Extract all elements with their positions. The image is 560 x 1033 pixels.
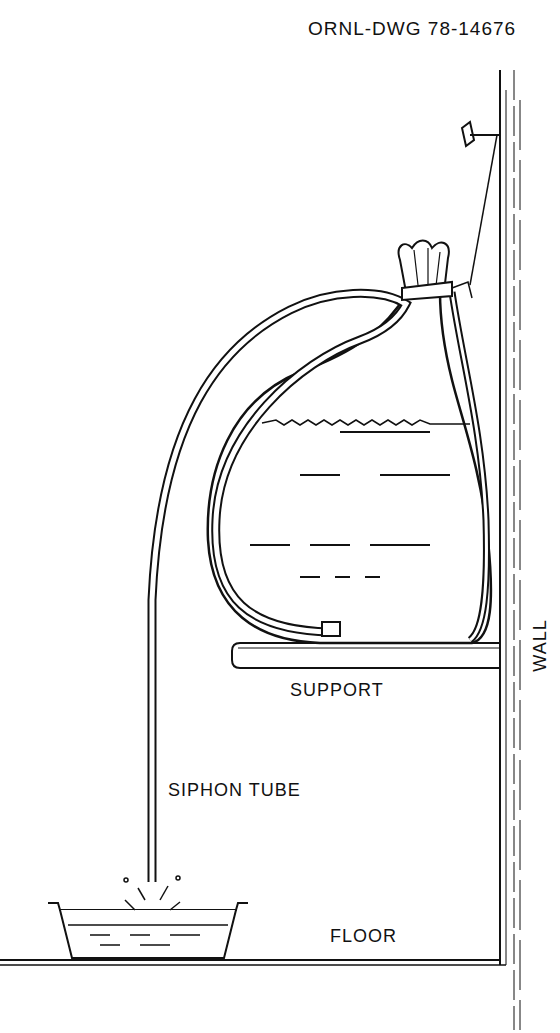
drawing-number: ORNL-DWG 78-14676 <box>308 18 516 40</box>
wall <box>500 70 520 1030</box>
part-label: FLOOR <box>330 926 397 947</box>
splash <box>124 876 180 910</box>
siphon-tube <box>152 293 406 882</box>
part-label: SIPHON TUBE <box>168 780 301 801</box>
floor <box>0 960 506 965</box>
wall-pin <box>462 122 500 285</box>
water <box>250 420 470 577</box>
support-shelf <box>232 643 500 668</box>
vent-tube <box>452 292 486 640</box>
basin <box>48 903 248 958</box>
part-label: WALL <box>529 619 550 671</box>
part-label: SUPPORT <box>290 680 384 701</box>
bag-neck <box>399 241 472 301</box>
